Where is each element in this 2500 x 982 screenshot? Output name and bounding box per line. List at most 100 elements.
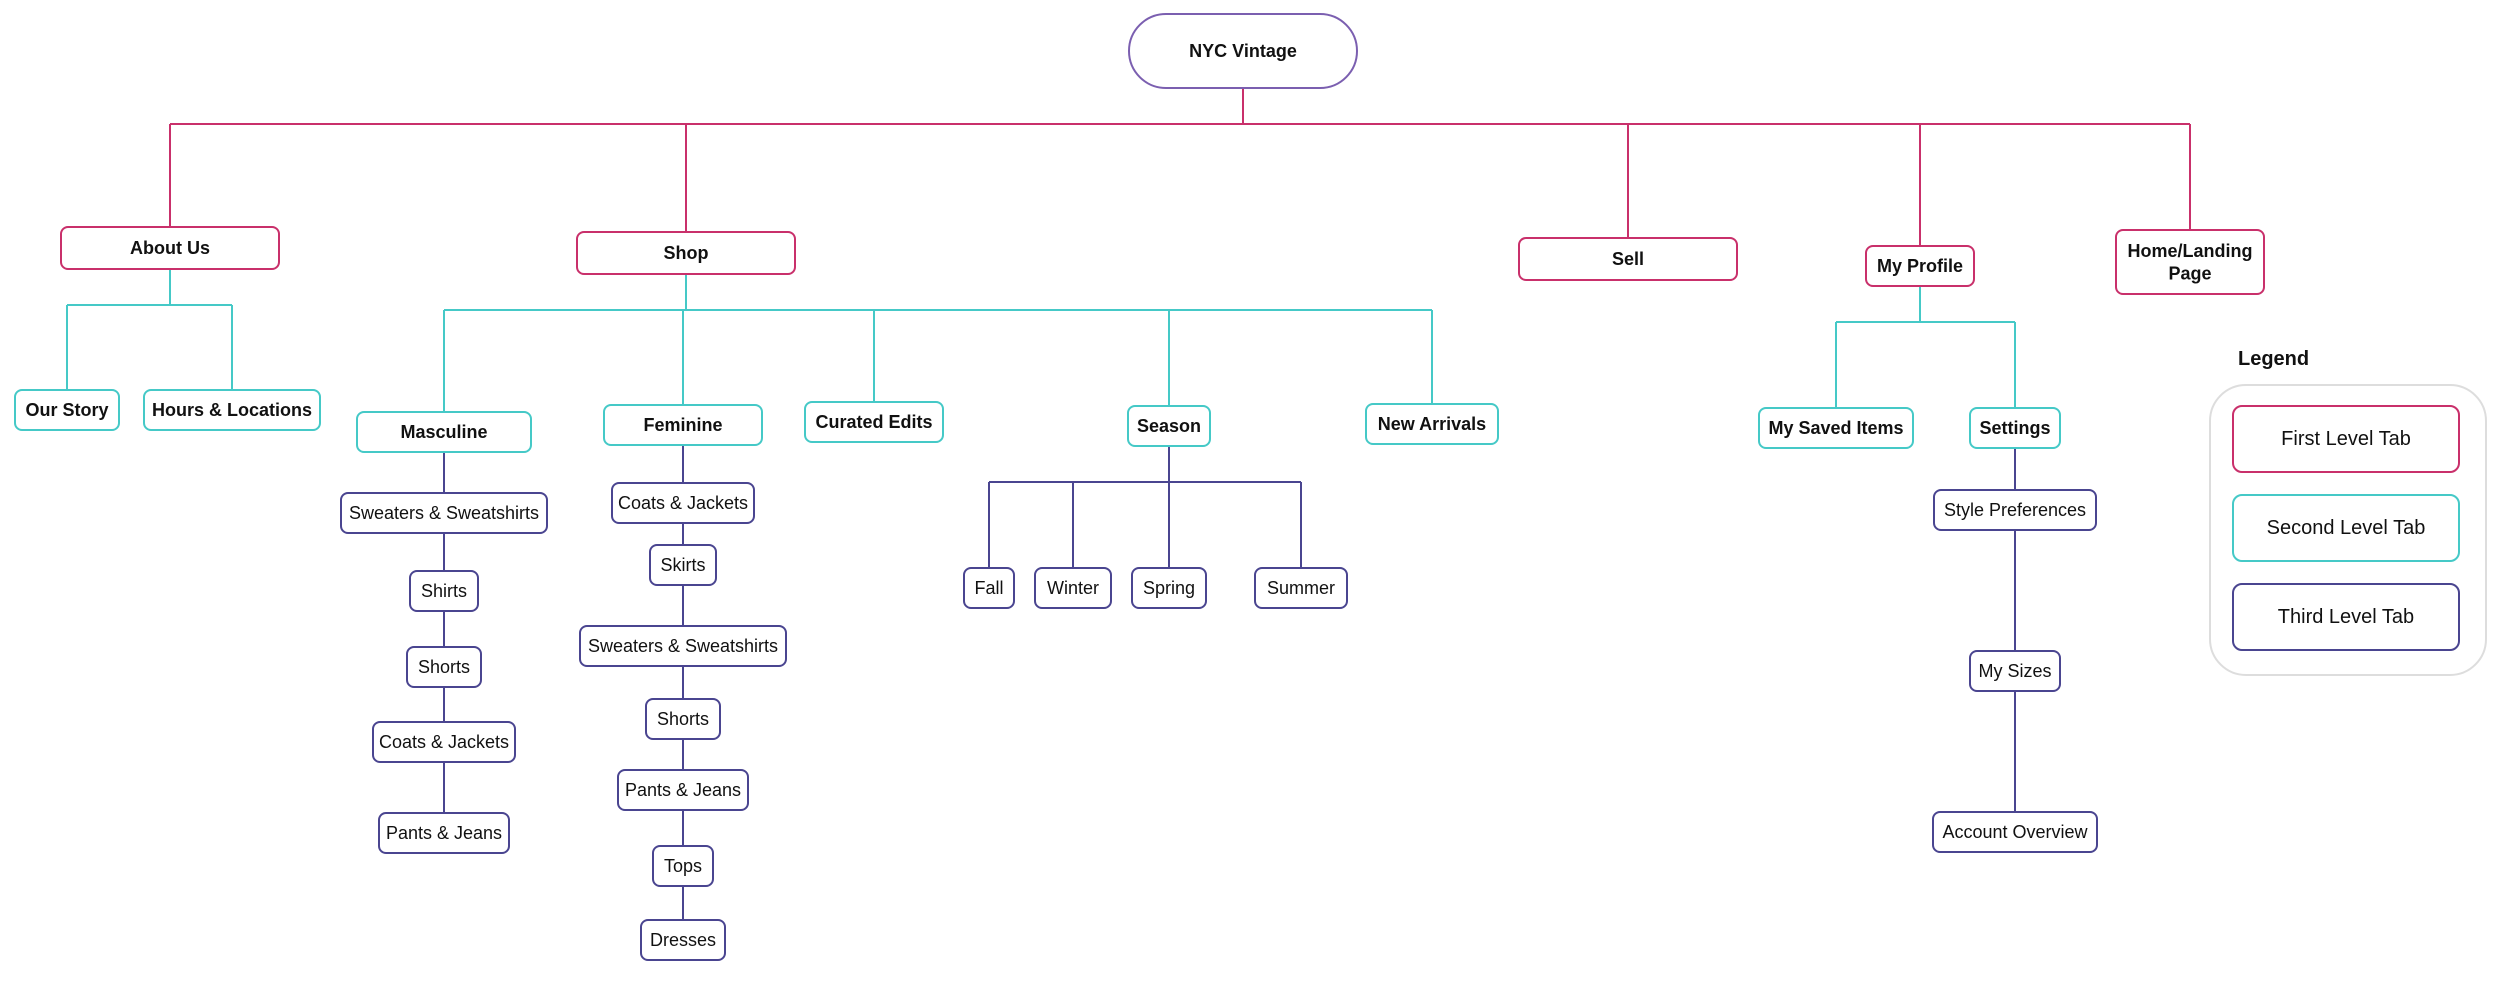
- third-level-feminine-item-label: Coats & Jackets: [618, 493, 748, 513]
- first-level-shop-box: [576, 231, 796, 275]
- second-level-settings-label: Settings: [1979, 418, 2050, 438]
- second-level-season[interactable]: Season: [1127, 405, 1211, 447]
- third-level-feminine-item-label: Shorts: [657, 709, 709, 729]
- second-level-new-arrivals-box: [1365, 403, 1499, 445]
- third-level-season-item-label: Summer: [1267, 578, 1335, 598]
- first-level-home-landing-label-line: Page: [2168, 263, 2211, 283]
- second-level-masculine[interactable]: Masculine: [356, 411, 532, 453]
- third-level-feminine-item-box: [611, 482, 755, 524]
- third-level-masculine-item-label: Shirts: [421, 581, 467, 601]
- second-level-feminine-box: [603, 404, 763, 446]
- second-level-new-arrivals-label: New Arrivals: [1378, 414, 1486, 434]
- legend-item: Second Level Tab: [2232, 494, 2460, 562]
- second-level-curated-edits[interactable]: Curated Edits: [804, 401, 944, 443]
- second-level-masculine-box: [356, 411, 532, 453]
- root-node-nyc-vintage[interactable]: NYC Vintage: [1128, 13, 1358, 89]
- third-level-season-item[interactable]: Spring: [1131, 567, 1207, 609]
- third-level-masculine-item-box: [372, 721, 516, 763]
- legend-item: First Level Tab: [2232, 405, 2460, 473]
- third-level-feminine-item-label: Dresses: [650, 930, 716, 950]
- third-level-masculine-item-box: [340, 492, 548, 534]
- second-level-settings[interactable]: Settings: [1969, 407, 2061, 449]
- second-level-hours-locations-label: Hours & Locations: [152, 400, 312, 420]
- third-level-feminine-item-box: [640, 919, 726, 961]
- third-level-masculine-item[interactable]: Shirts: [409, 570, 479, 612]
- second-level-season-box: [1127, 405, 1211, 447]
- second-level-my-saved-items-box: [1758, 407, 1914, 449]
- third-level-masculine-item[interactable]: Shorts: [406, 646, 482, 688]
- third-level-season-item-label: Winter: [1047, 578, 1099, 598]
- first-level-sell-label: Sell: [1612, 249, 1644, 269]
- first-level-my-profile-label: My Profile: [1877, 256, 1963, 276]
- legend-swatch: [2232, 583, 2460, 651]
- third-level-feminine-item-label: Skirts: [661, 555, 706, 575]
- third-level-masculine-item-box: [406, 646, 482, 688]
- second-level-my-saved-items[interactable]: My Saved Items: [1758, 407, 1914, 449]
- third-level-masculine-item[interactable]: Sweaters & Sweatshirts: [340, 492, 548, 534]
- third-level-settings-item-label: Account Overview: [1942, 822, 2088, 842]
- third-level-settings-item[interactable]: Style Preferences: [1933, 489, 2097, 531]
- third-level-feminine-item-box: [617, 769, 749, 811]
- legend-swatch: [2232, 494, 2460, 562]
- third-level-feminine-item[interactable]: Pants & Jeans: [617, 769, 749, 811]
- first-level-sell-box: [1518, 237, 1738, 281]
- third-level-feminine-item-label: Pants & Jeans: [625, 780, 741, 800]
- legend-title: Legend: [2238, 348, 2309, 370]
- third-level-masculine-item-label: Pants & Jeans: [386, 823, 502, 843]
- second-level-masculine-label: Masculine: [400, 422, 487, 442]
- first-level-about-us-label: About Us: [130, 238, 210, 258]
- first-level-sell[interactable]: Sell: [1518, 237, 1738, 281]
- third-level-season-item[interactable]: Winter: [1034, 567, 1112, 609]
- second-level-feminine-label: Feminine: [643, 415, 722, 435]
- first-level-about-us[interactable]: About Us: [60, 226, 280, 270]
- third-level-season-item-box: [1131, 567, 1207, 609]
- third-level-season-item[interactable]: Summer: [1254, 567, 1348, 609]
- third-level-settings-item-box: [1932, 811, 2098, 853]
- third-level-masculine-item[interactable]: Pants & Jeans: [378, 812, 510, 854]
- second-level-new-arrivals[interactable]: New Arrivals: [1365, 403, 1499, 445]
- second-level-season-label: Season: [1137, 416, 1201, 436]
- second-level-our-story-box: [14, 389, 120, 431]
- third-level-settings-item-label: My Sizes: [1978, 661, 2051, 681]
- first-level-shop[interactable]: Shop: [576, 231, 796, 275]
- third-level-season-item[interactable]: Fall: [963, 567, 1015, 609]
- third-level-masculine-item[interactable]: Coats & Jackets: [372, 721, 516, 763]
- third-level-masculine-item-label: Shorts: [418, 657, 470, 677]
- legend-item-label: Second Level Tab: [2267, 517, 2426, 539]
- third-level-season-item-box: [963, 567, 1015, 609]
- third-level-season-item-label: Fall: [974, 578, 1003, 598]
- third-level-feminine-item-label: Tops: [664, 856, 702, 876]
- first-level-home-landing-box: [2115, 229, 2265, 295]
- second-level-curated-edits-box: [804, 401, 944, 443]
- third-level-season-item-box: [1034, 567, 1112, 609]
- third-level-season-item-label: Spring: [1143, 578, 1195, 598]
- third-level-feminine-item[interactable]: Dresses: [640, 919, 726, 961]
- third-level-feminine-item-box: [645, 698, 721, 740]
- third-level-settings-item[interactable]: My Sizes: [1969, 650, 2061, 692]
- third-level-feminine-item[interactable]: Skirts: [649, 544, 717, 586]
- third-level-feminine-item[interactable]: Tops: [652, 845, 714, 887]
- first-level-my-profile[interactable]: My Profile: [1865, 245, 1975, 287]
- second-level-my-saved-items-label: My Saved Items: [1768, 418, 1903, 438]
- third-level-feminine-item[interactable]: Coats & Jackets: [611, 482, 755, 524]
- first-level-my-profile-box: [1865, 245, 1975, 287]
- second-level-our-story[interactable]: Our Story: [14, 389, 120, 431]
- third-level-feminine-item[interactable]: Shorts: [645, 698, 721, 740]
- second-level-hours-locations[interactable]: Hours & Locations: [143, 389, 321, 431]
- first-level-about-us-box: [60, 226, 280, 270]
- third-level-masculine-item-label: Sweaters & Sweatshirts: [349, 503, 539, 523]
- third-level-settings-item[interactable]: Account Overview: [1932, 811, 2098, 853]
- second-level-feminine[interactable]: Feminine: [603, 404, 763, 446]
- third-level-settings-item-box: [1969, 650, 2061, 692]
- third-level-season-item-box: [1254, 567, 1348, 609]
- third-level-feminine-item[interactable]: Sweaters & Sweatshirts: [579, 625, 787, 667]
- third-level-masculine-item-box: [378, 812, 510, 854]
- third-level-masculine-item-label: Coats & Jackets: [379, 732, 509, 752]
- third-level-feminine-item-label: Sweaters & Sweatshirts: [588, 636, 778, 656]
- legend-item-label: Third Level Tab: [2278, 606, 2414, 628]
- root-node-nyc-vintage-label: NYC Vintage: [1189, 41, 1297, 61]
